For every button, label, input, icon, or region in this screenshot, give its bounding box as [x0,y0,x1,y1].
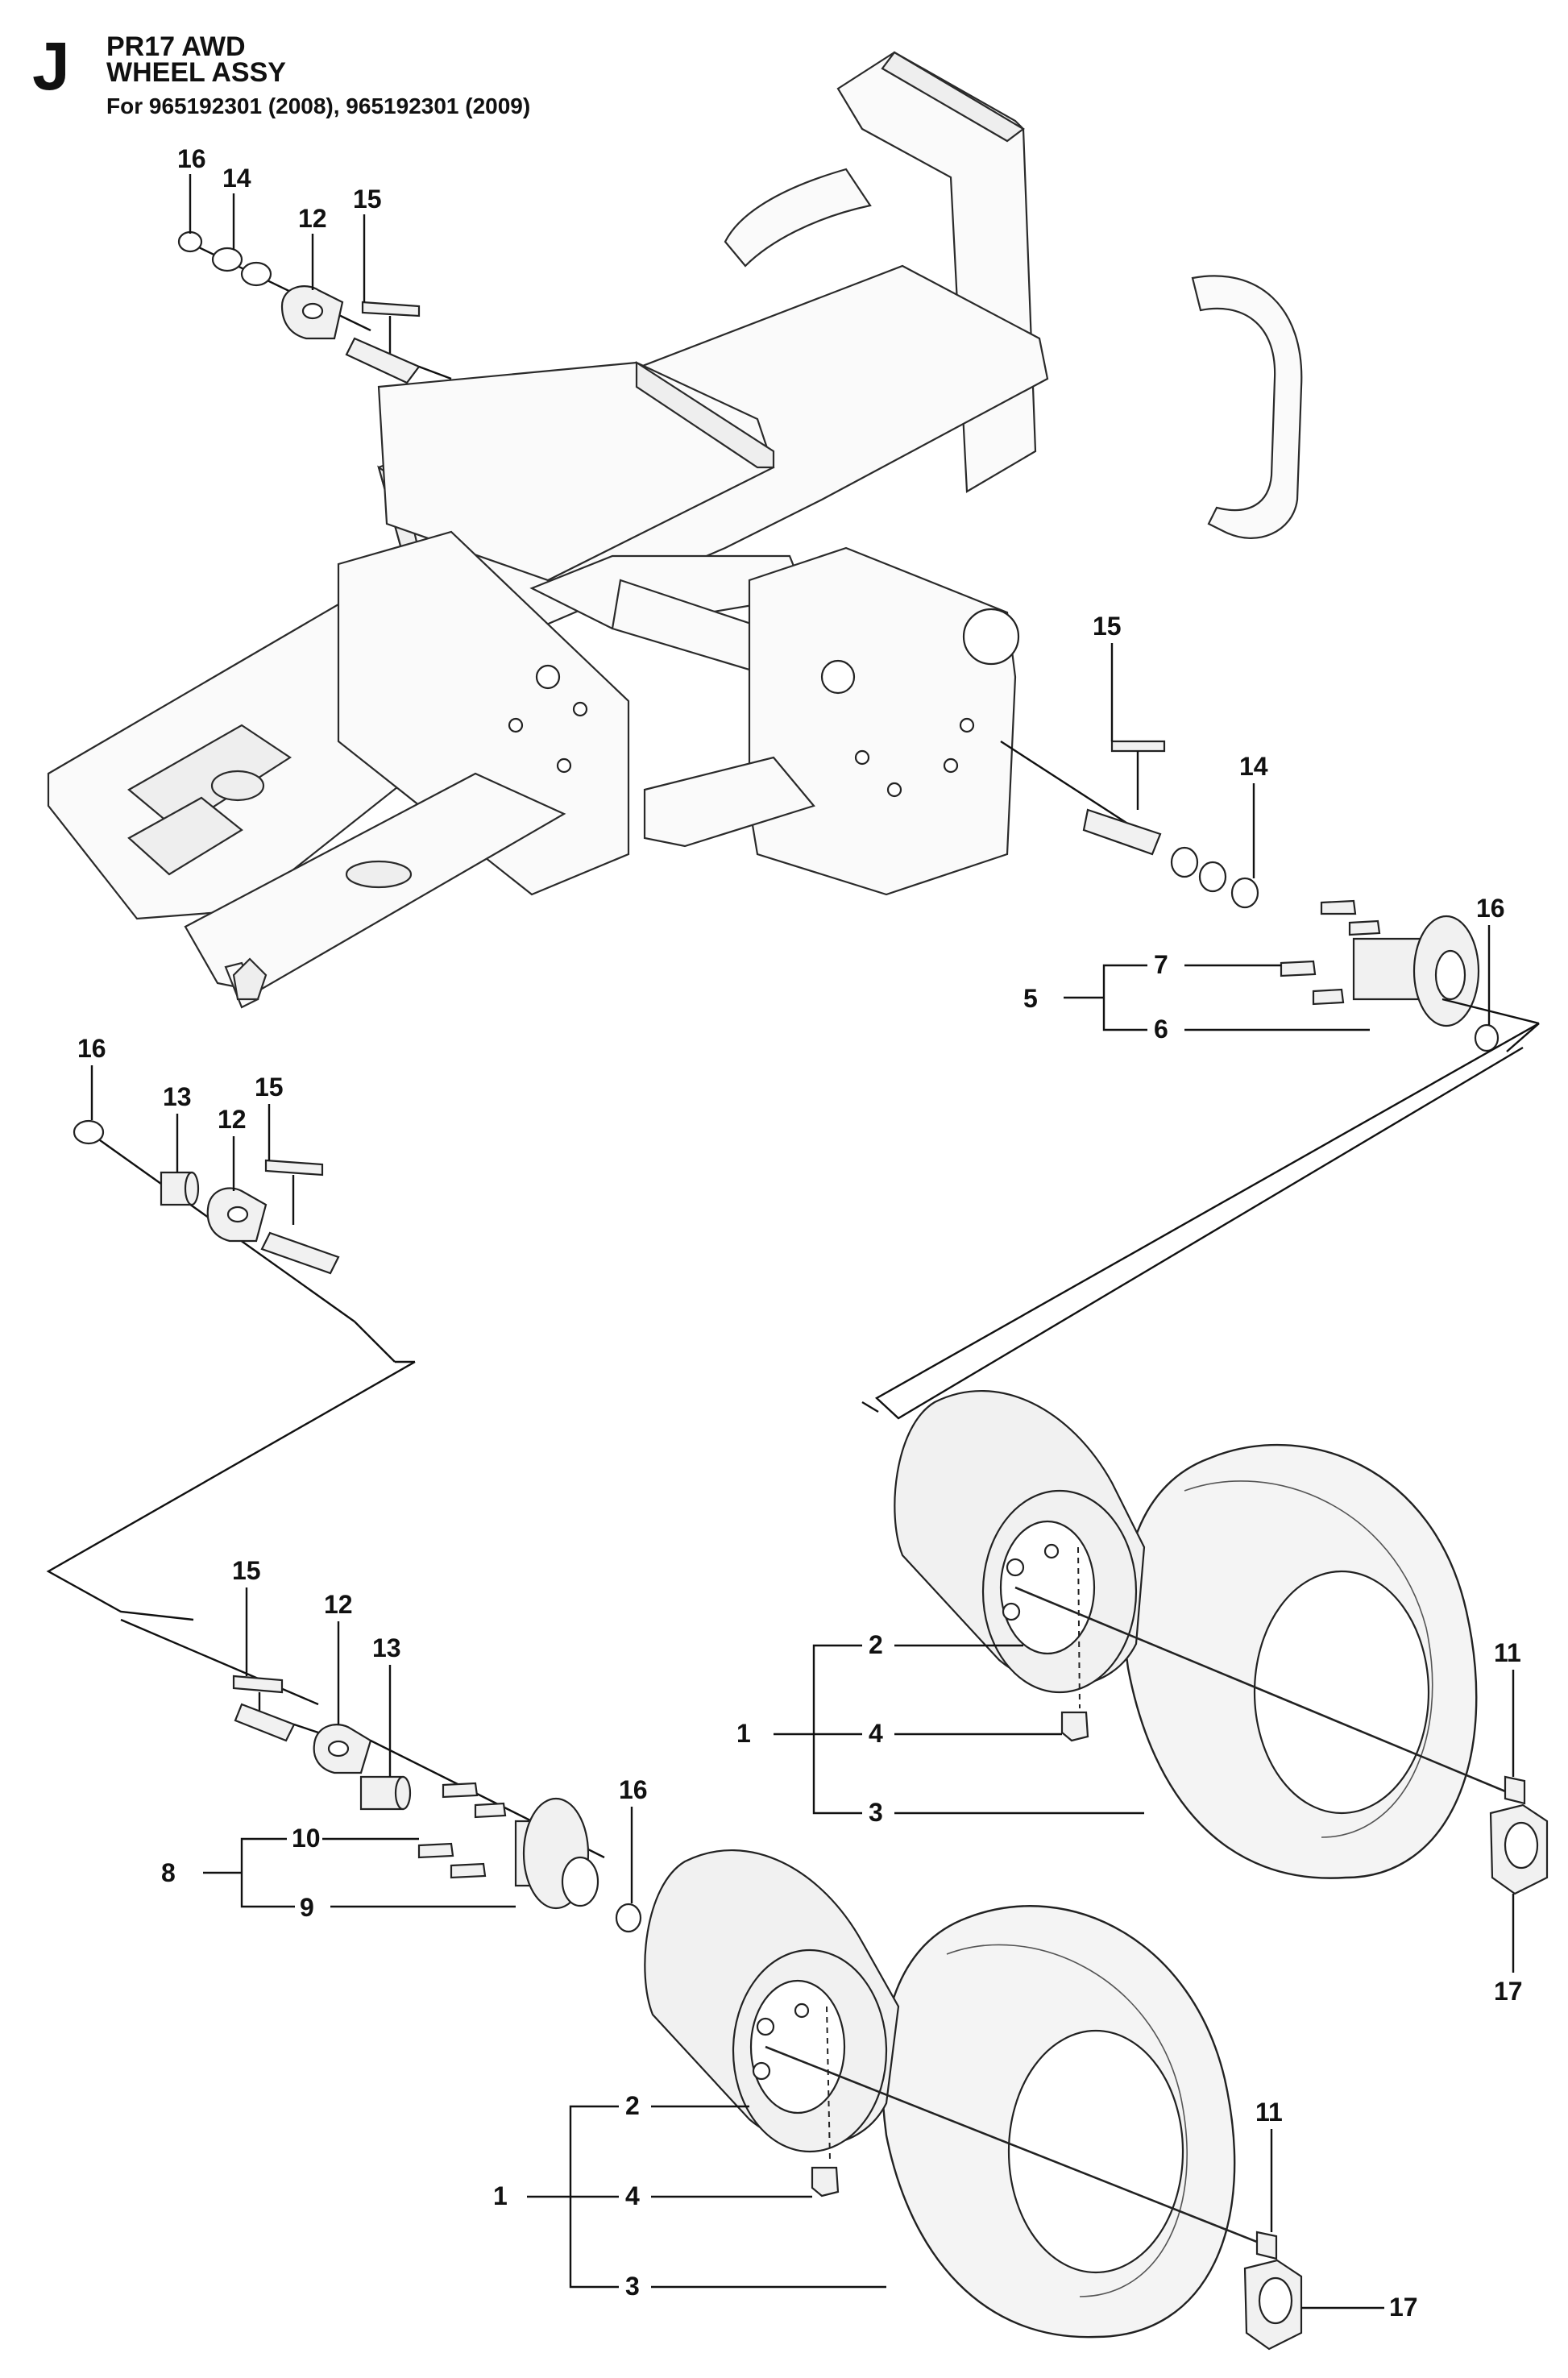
routing-leader-lines [46,1022,1540,1621]
nut-11-upper [1504,1775,1526,1805]
callout-10: 10 [292,1824,321,1853]
callout-12-lower: 12 [324,1590,353,1619]
washer-14b [240,261,272,287]
valve-4-lower [811,2166,840,2197]
axle-shaft-lower [234,1703,296,1742]
chassis-frame [47,51,1303,1009]
retaining-ring-16-mid [73,1119,105,1145]
key-15 [361,301,421,317]
bolt-10b [474,1802,507,1819]
section-letter: J [32,28,70,104]
axle-kit-lower-left [120,1618,642,1933]
retaining-ring-16-lower [615,1903,642,1933]
callout-labels-lower-wheel: 2 1 4 3 11 17 [493,2091,1418,2322]
bolt-10d [450,1862,487,1879]
callout-13-lower: 13 [372,1633,401,1662]
callout-5: 5 [1023,984,1038,1013]
assembly-title: WHEEL ASSY [106,57,286,88]
callout-11-lower: 11 [1255,2098,1283,2127]
callout-16-mid: 16 [77,1034,106,1063]
retaining-ring-16-right [1474,1023,1500,1052]
key-15-mid [264,1159,324,1177]
callout-2-lower: 2 [625,2091,640,2120]
wheel-assembly-lower [644,1849,1303,2351]
washer-14c-right [1230,877,1259,909]
callout-4-upper: 4 [869,1719,883,1748]
callout-labels-upper-wheel: 2 1 4 3 11 17 [736,1630,1523,2006]
callout-16: 16 [177,144,206,173]
callout-15-right: 15 [1093,612,1122,641]
callout-16-lower: 16 [619,1775,648,1804]
callout-1-upper: 1 [736,1719,751,1748]
callout-15-lower: 15 [232,1556,261,1585]
applies-to-text: For 965192301 (2008), 965192301 (2009) [106,93,531,118]
washer-14a-right [1170,846,1199,878]
callout-labels-lower-left: 15 12 13 16 10 8 9 [161,1556,648,1922]
tire-bore-upper [1253,1570,1430,1815]
bolt-10a [442,1782,479,1799]
axle-shaft-right [1082,808,1162,856]
callout-17-upper: 17 [1494,1977,1523,2006]
callout-16-right: 16 [1476,894,1505,923]
key-15-right [1110,740,1166,753]
retaining-ring-16 [177,230,203,253]
callout-4-lower: 4 [625,2181,640,2210]
callout-14-right: 14 [1239,752,1268,781]
callout-17-lower: 17 [1389,2293,1418,2322]
callout-8: 8 [161,1858,176,1887]
key-15-lower [232,1675,284,1694]
axle-shaft-top [345,337,421,384]
callout-9: 9 [300,1893,314,1922]
callout-labels-mid-left: 16 13 12 15 [77,1034,284,1191]
callout-6: 6 [1154,1015,1168,1044]
bolt-7b [1348,919,1381,936]
nut-11-lower [1255,2231,1278,2260]
hub-kit-right [1000,740,1540,1052]
washer-14b-right [1198,861,1227,893]
callout-12: 12 [298,204,327,233]
wheel-assembly-upper [894,1390,1549,1895]
callout-14: 14 [222,164,251,193]
axle-kit-mid-left [73,1119,415,1363]
bolt-10c [417,1842,454,1859]
bolt-7a [1320,899,1357,915]
bolt-7c [1280,960,1317,977]
callout-3-upper: 3 [869,1798,883,1827]
callout-15: 15 [353,185,382,214]
callout-7: 7 [1154,950,1168,979]
tire-bore-lower [1007,2029,1184,2274]
model-title: PR17 AWD [106,31,246,62]
callout-labels-top-left: 16 14 12 15 [177,144,382,302]
callout-3-lower: 3 [625,2272,640,2301]
valve-4-upper [1060,1711,1089,1742]
callout-11-upper: 11 [1494,1638,1521,1667]
callout-13-mid: 13 [163,1082,192,1111]
axle-kit-top-left [177,230,452,384]
axle-shaft-mid [260,1231,340,1275]
bolt-7d [1312,988,1345,1006]
callout-labels-right-hub: 15 14 16 7 5 6 [1023,612,1505,1044]
callout-15-mid: 15 [255,1073,284,1102]
washer-14a [211,247,243,272]
callout-2-upper: 2 [869,1630,883,1659]
callout-12-mid: 12 [218,1105,247,1134]
callout-1-lower: 1 [493,2181,508,2210]
